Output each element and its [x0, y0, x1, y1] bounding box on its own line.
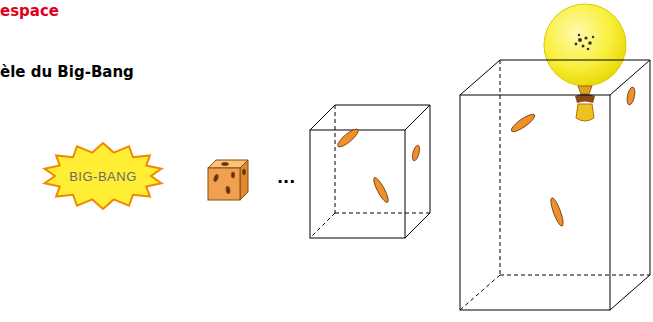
- burst-label: BIG-BANG: [69, 169, 137, 184]
- heading-text: èle du Big-Bang: [0, 63, 134, 81]
- balloon: [544, 4, 626, 121]
- large-cube: [460, 60, 650, 310]
- medium-cube: [310, 105, 430, 238]
- burst-shape: [45, 143, 162, 209]
- heading-text: espace: [0, 2, 59, 20]
- galaxies: [335, 86, 636, 227]
- big-bang-burst: BIG-BANG: [42, 142, 164, 210]
- ellipsis: ...: [277, 168, 295, 187]
- small-cube: [208, 160, 248, 200]
